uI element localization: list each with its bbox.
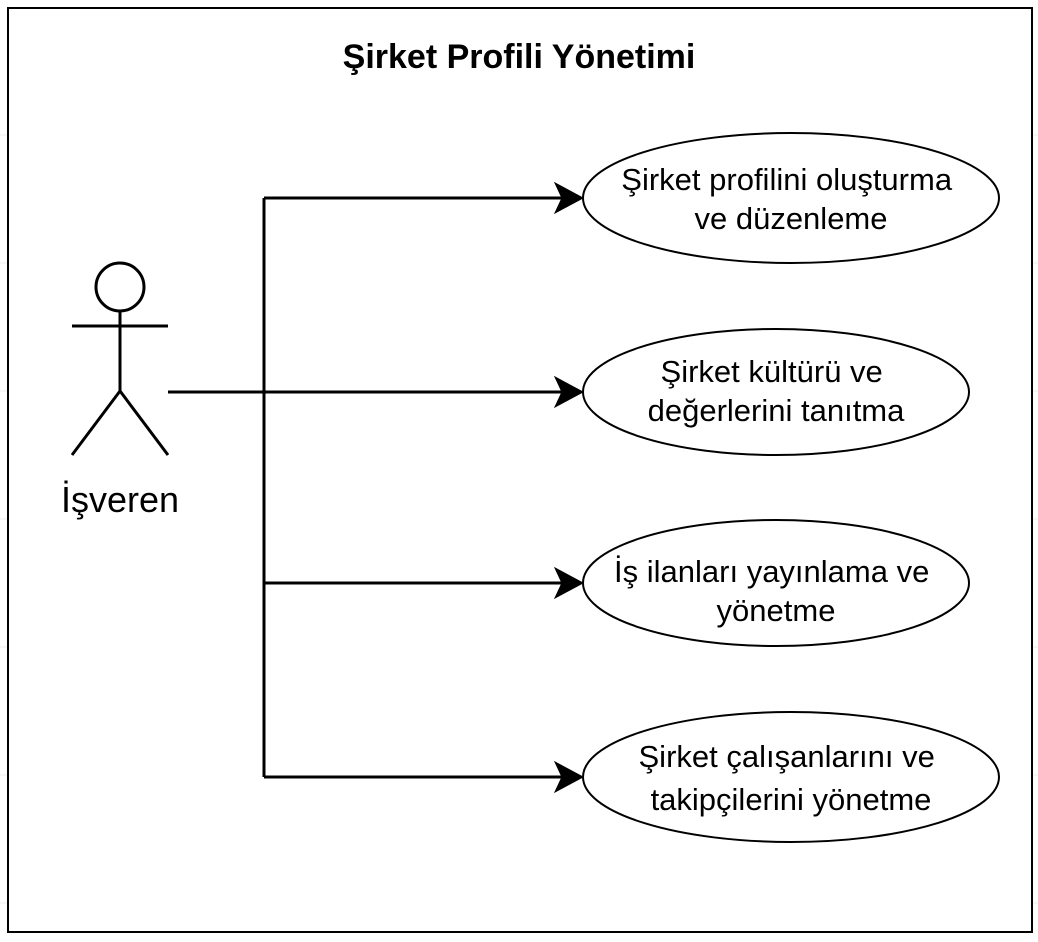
usecase-label-line: yönetme — [717, 593, 836, 628]
connectors — [168, 181, 585, 794]
arrowhead-usecase-3 — [553, 566, 585, 600]
usecase-ellipse — [582, 519, 970, 647]
arrowhead-usecase-1 — [553, 181, 585, 215]
usecase-ellipse — [582, 711, 1000, 843]
arrowhead-usecase-2 — [553, 375, 585, 409]
usecase-ellipse — [582, 132, 1000, 264]
usecase-label-line: ve düzenleme — [694, 201, 887, 236]
actor-right-leg — [118, 390, 170, 456]
actor-head — [94, 261, 146, 313]
usecase-label-line: İş ilanları yayınlama ve — [614, 554, 929, 589]
usecase-label: İş ilanları yayınlama ve yönetme — [614, 554, 938, 628]
usecase-create-edit-profile[interactable]: Şirket profilini oluşturma ve düzenleme — [582, 132, 1000, 264]
usecase-label-line: takipçilerini yönetme — [651, 782, 932, 817]
usecase-label-line: değerlerini tanıtma — [648, 393, 906, 428]
usecase-label: Şirket çalışanlarını ve takipçilerini yö… — [639, 739, 944, 817]
actor-label: İşveren — [61, 479, 179, 520]
usecase-label: Şirket profilini oluşturma ve düzenleme — [621, 162, 960, 236]
usecase-label: Şirket kültürü ve değerlerini tanıtma — [648, 354, 906, 428]
usecase-label-line: Şirket profilini oluşturma — [621, 162, 953, 197]
usecase-label-line: Şirket kültürü ve — [661, 354, 883, 389]
arrowhead-usecase-4 — [553, 760, 585, 794]
usecase-label-line: Şirket çalışanlarını ve — [639, 739, 935, 774]
actor-left-leg — [70, 390, 122, 456]
diagram-title: Şirket Profili Yönetimi — [343, 38, 696, 76]
usecase-ellipse — [582, 328, 970, 456]
usecase-job-postings[interactable]: İş ilanları yayınlama ve yönetme — [582, 519, 970, 647]
actor-figure[interactable] — [70, 261, 170, 456]
usecase-employees-followers[interactable]: Şirket çalışanlarını ve takipçilerini yö… — [582, 711, 1000, 843]
usecase-culture-values[interactable]: Şirket kültürü ve değerlerini tanıtma — [582, 328, 970, 456]
